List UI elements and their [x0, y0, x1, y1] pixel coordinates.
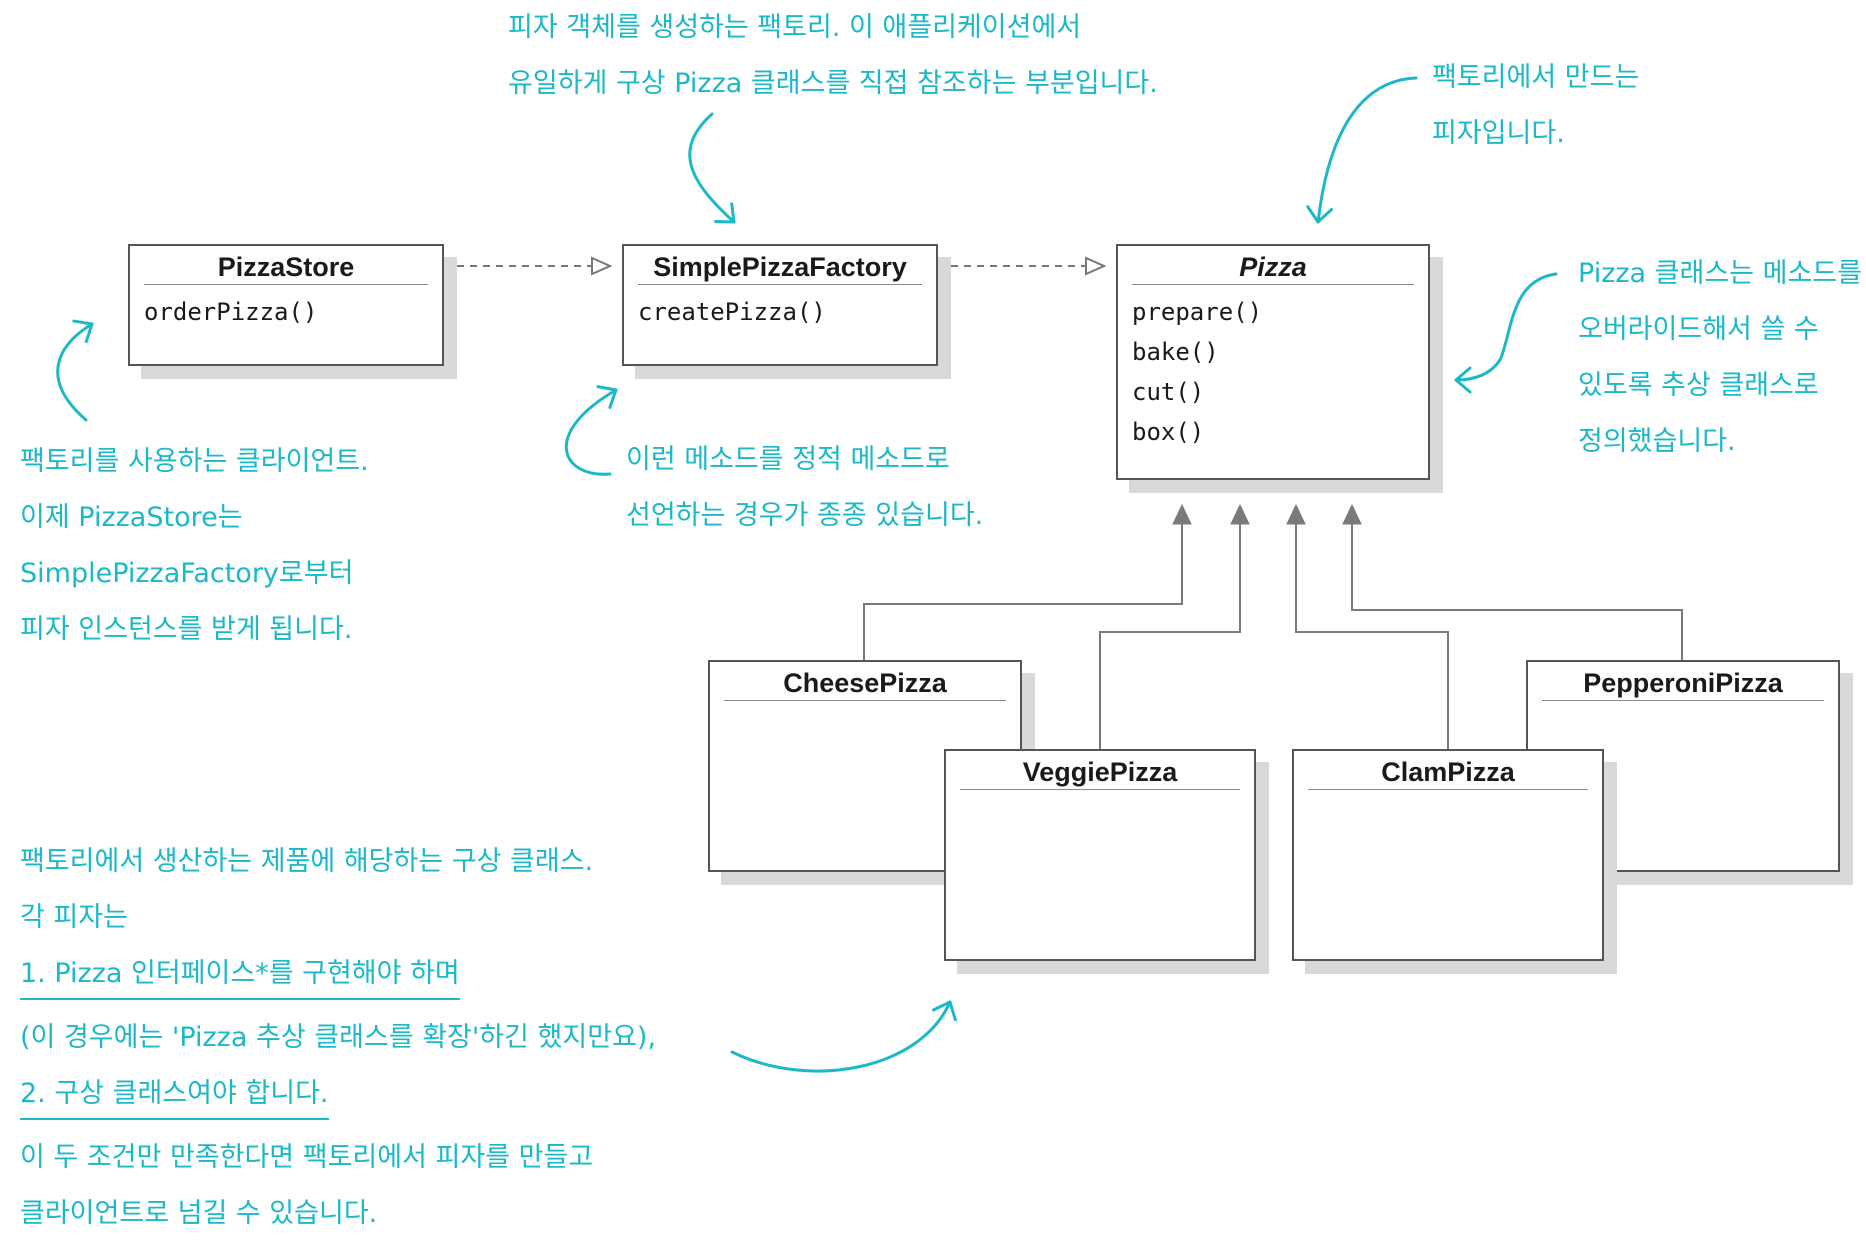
note-line: 팩토리에서 생산하는 제품에 해당하는 구상 클래스.: [20, 846, 594, 877]
class-clam-pizza: ClamPizza: [1292, 749, 1604, 961]
note-line: 오버라이드해서 쓸 수: [1578, 314, 1819, 345]
class-name: PizzaStore: [144, 250, 428, 285]
class-pizza-store: PizzaStore orderPizza(): [128, 244, 444, 366]
method-prepare: prepare(): [1132, 298, 1263, 326]
note-line: 선언하는 경우가 종종 있습니다.: [626, 500, 984, 531]
note-line: 피자입니다.: [1432, 118, 1565, 149]
class-simple-pizza-factory: SimplePizzaFactory createPizza(): [622, 244, 938, 366]
note-static: 이런 메소드를 정적 메소드로 선언하는 경우가 종종 있습니다.: [626, 432, 983, 544]
class-box: [128, 244, 444, 366]
note-line: 정의했습니다.: [1578, 426, 1736, 457]
method-list: prepare() bake() cut() box(): [1132, 298, 1262, 458]
class-pizza: Pizza prepare() bake() cut() box(): [1116, 244, 1430, 480]
method-list: createPizza(): [638, 298, 826, 338]
note-line: Pizza 클래스는 메소드를: [1578, 258, 1862, 289]
method-list: orderPizza(): [144, 298, 317, 338]
arrow-concrete-note: [730, 1000, 957, 1073]
arrow-static-note: [565, 385, 618, 476]
method-order-pizza: orderPizza(): [144, 298, 318, 326]
inheritance-pepperoni: [1342, 503, 1683, 660]
method-bake: bake(): [1132, 338, 1219, 366]
note-line: 피자 인스턴스를 받게 됩니다.: [20, 614, 353, 645]
note-line: 피자 객체를 생성하는 팩토리. 이 애플리케이션에서: [508, 12, 1082, 43]
class-name: SimplePizzaFactory: [638, 250, 922, 285]
class-box: [1116, 244, 1430, 480]
note-line: 있도록 추상 클래스로: [1578, 370, 1819, 401]
class-name: ClamPizza: [1308, 755, 1588, 790]
note-abstract: Pizza 클래스는 메소드를 오버라이드해서 쓸 수 있도록 추상 클래스로 …: [1578, 246, 1862, 470]
note-line: 팩토리를 사용하는 클라이언트.: [20, 446, 369, 477]
note-factory: 피자 객체를 생성하는 팩토리. 이 애플리케이션에서 유일하게 구상 Pizz…: [508, 0, 1158, 112]
class-name: CheesePizza: [724, 666, 1006, 701]
note-line-underlined: 2. 구상 클래스여야 합니다.: [20, 1074, 329, 1120]
note-line: 이런 메소드를 정적 메소드로: [626, 444, 950, 475]
class-name: VeggiePizza: [960, 755, 1240, 790]
class-name: PepperoniPizza: [1542, 666, 1824, 701]
annotation-arrows: [56, 76, 1558, 1073]
arrow-client-note: [56, 319, 94, 422]
note-line: 유일하게 구상 Pizza 클래스를 직접 참조하는 부분입니다.: [508, 68, 1158, 99]
inheritance-cheese: [863, 503, 1192, 660]
class-box: [622, 244, 938, 366]
note-concrete: 팩토리에서 생산하는 제품에 해당하는 구상 클래스. 각 피자는 1. Piz…: [20, 834, 656, 1242]
note-line: (이 경우에는 'Pizza 추상 클래스를 확장'하긴 했지만요),: [20, 1022, 657, 1053]
note-line: 팩토리에서 만드는: [1432, 62, 1640, 93]
method-create-pizza: createPizza(): [638, 298, 826, 326]
note-line: 클라이언트로 넘길 수 있습니다.: [20, 1198, 378, 1229]
inheritance-veggie: [1099, 503, 1250, 749]
class-box: [944, 749, 1256, 961]
arrow-to-factory: [688, 112, 736, 224]
arrow-abstract-note: [1454, 272, 1558, 394]
class-box: [1292, 749, 1604, 961]
note-line: SimplePizzaFactory로부터: [20, 558, 354, 589]
inheritance-lines: [863, 503, 1683, 749]
note-line-underlined: 1. Pizza 인터페이스*를 구현해야 하며: [20, 954, 460, 1000]
note-client: 팩토리를 사용하는 클라이언트. 이제 PizzaStore는 SimplePi…: [20, 434, 369, 658]
inheritance-clam: [1286, 503, 1449, 749]
method-cut: cut(): [1132, 378, 1205, 406]
method-box: box(): [1132, 418, 1205, 446]
class-veggie-pizza: VeggiePizza: [944, 749, 1256, 961]
note-line: 이 두 조건만 만족한다면 팩토리에서 피자를 만들고: [20, 1142, 594, 1173]
class-name: Pizza: [1132, 250, 1414, 285]
note-product: 팩토리에서 만드는 피자입니다.: [1432, 50, 1639, 162]
note-line: 각 피자는: [20, 902, 128, 933]
note-line: 이제 PizzaStore는: [20, 502, 243, 533]
arrow-to-pizza: [1306, 76, 1418, 224]
